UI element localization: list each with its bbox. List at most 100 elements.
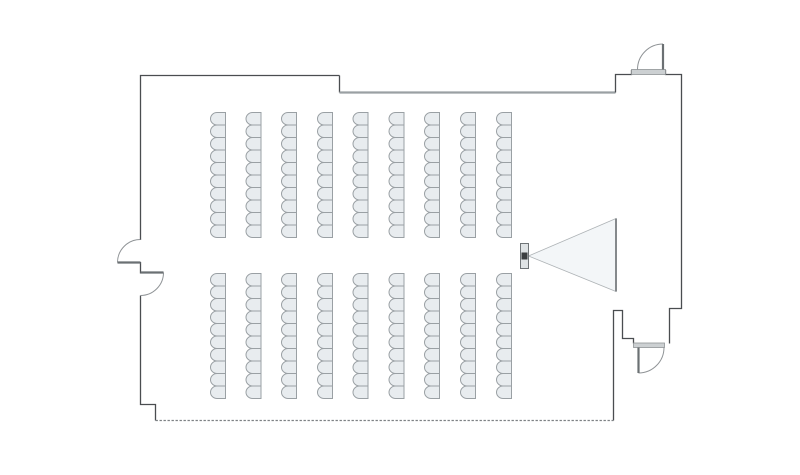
chair (352, 162, 369, 176)
chair (245, 285, 262, 299)
chair (352, 285, 369, 299)
chair (281, 149, 297, 163)
chair (210, 360, 226, 374)
chair (210, 310, 226, 324)
chair (424, 112, 440, 126)
door-left-lower (140, 271, 164, 296)
chair (210, 285, 226, 299)
door-sill-top-right (631, 69, 666, 75)
chair (388, 298, 405, 312)
chair (424, 323, 440, 337)
chair (388, 137, 405, 151)
chair (210, 174, 226, 188)
chair (496, 348, 512, 362)
chair (424, 187, 440, 201)
chair (388, 285, 405, 299)
chair (317, 199, 333, 213)
chair (388, 199, 405, 213)
chair (388, 124, 405, 138)
chair (388, 385, 405, 399)
chair (496, 187, 512, 201)
chair (317, 149, 333, 163)
chair (210, 112, 226, 126)
chair (460, 335, 476, 349)
chair (317, 162, 333, 176)
chair (496, 212, 512, 226)
chair (388, 162, 405, 176)
chair (496, 273, 512, 287)
chair (460, 323, 476, 337)
chair (245, 199, 262, 213)
chair (424, 360, 440, 374)
projection-beam (527, 217, 617, 293)
chair (352, 273, 369, 287)
chair (352, 187, 369, 201)
chair (210, 187, 226, 201)
chair (352, 224, 369, 238)
chair (317, 187, 333, 201)
chair (245, 149, 262, 163)
chair (245, 162, 262, 176)
chair (352, 373, 369, 387)
chair (210, 373, 226, 387)
chair (281, 112, 297, 126)
chair (460, 199, 476, 213)
chair (245, 137, 262, 151)
chair (245, 212, 262, 226)
chair (424, 224, 440, 238)
chair (424, 174, 440, 188)
chair (496, 310, 512, 324)
chair (496, 137, 512, 151)
chair (460, 124, 476, 138)
chair (281, 285, 297, 299)
chair (210, 212, 226, 226)
wall-top-right-jamb (614, 70, 633, 93)
chair (245, 187, 262, 201)
chair (317, 112, 333, 126)
chair (245, 112, 262, 126)
chair (460, 385, 476, 399)
chair (424, 348, 440, 362)
beam-triangle (527, 217, 617, 293)
chair (424, 124, 440, 138)
chair (352, 348, 369, 362)
chair (281, 212, 297, 226)
chair (352, 360, 369, 374)
chair (388, 335, 405, 349)
chair (210, 335, 226, 349)
chair (281, 348, 297, 362)
chair (281, 335, 297, 349)
chair (317, 310, 333, 324)
chair (352, 323, 369, 337)
chair (388, 212, 405, 226)
chair (388, 360, 405, 374)
projector (520, 243, 529, 269)
chair (496, 174, 512, 188)
chair (388, 348, 405, 362)
chair (245, 273, 262, 287)
chair (496, 335, 512, 349)
chair (281, 323, 297, 337)
chair (424, 212, 440, 226)
chair (460, 310, 476, 324)
chair (352, 124, 369, 138)
chair (352, 149, 369, 163)
chair (460, 348, 476, 362)
door-swing-arc-top-right (637, 43, 664, 70)
door-left-upper (117, 239, 141, 264)
chair (496, 298, 512, 312)
chair (496, 385, 512, 399)
chair (317, 174, 333, 188)
chair (210, 149, 226, 163)
chair (460, 273, 476, 287)
chair (388, 310, 405, 324)
chair (424, 310, 440, 324)
chair (388, 224, 405, 238)
chair (496, 224, 512, 238)
chair (352, 385, 369, 399)
chair (460, 174, 476, 188)
chair (460, 162, 476, 176)
chair (281, 310, 297, 324)
chair (281, 224, 297, 238)
